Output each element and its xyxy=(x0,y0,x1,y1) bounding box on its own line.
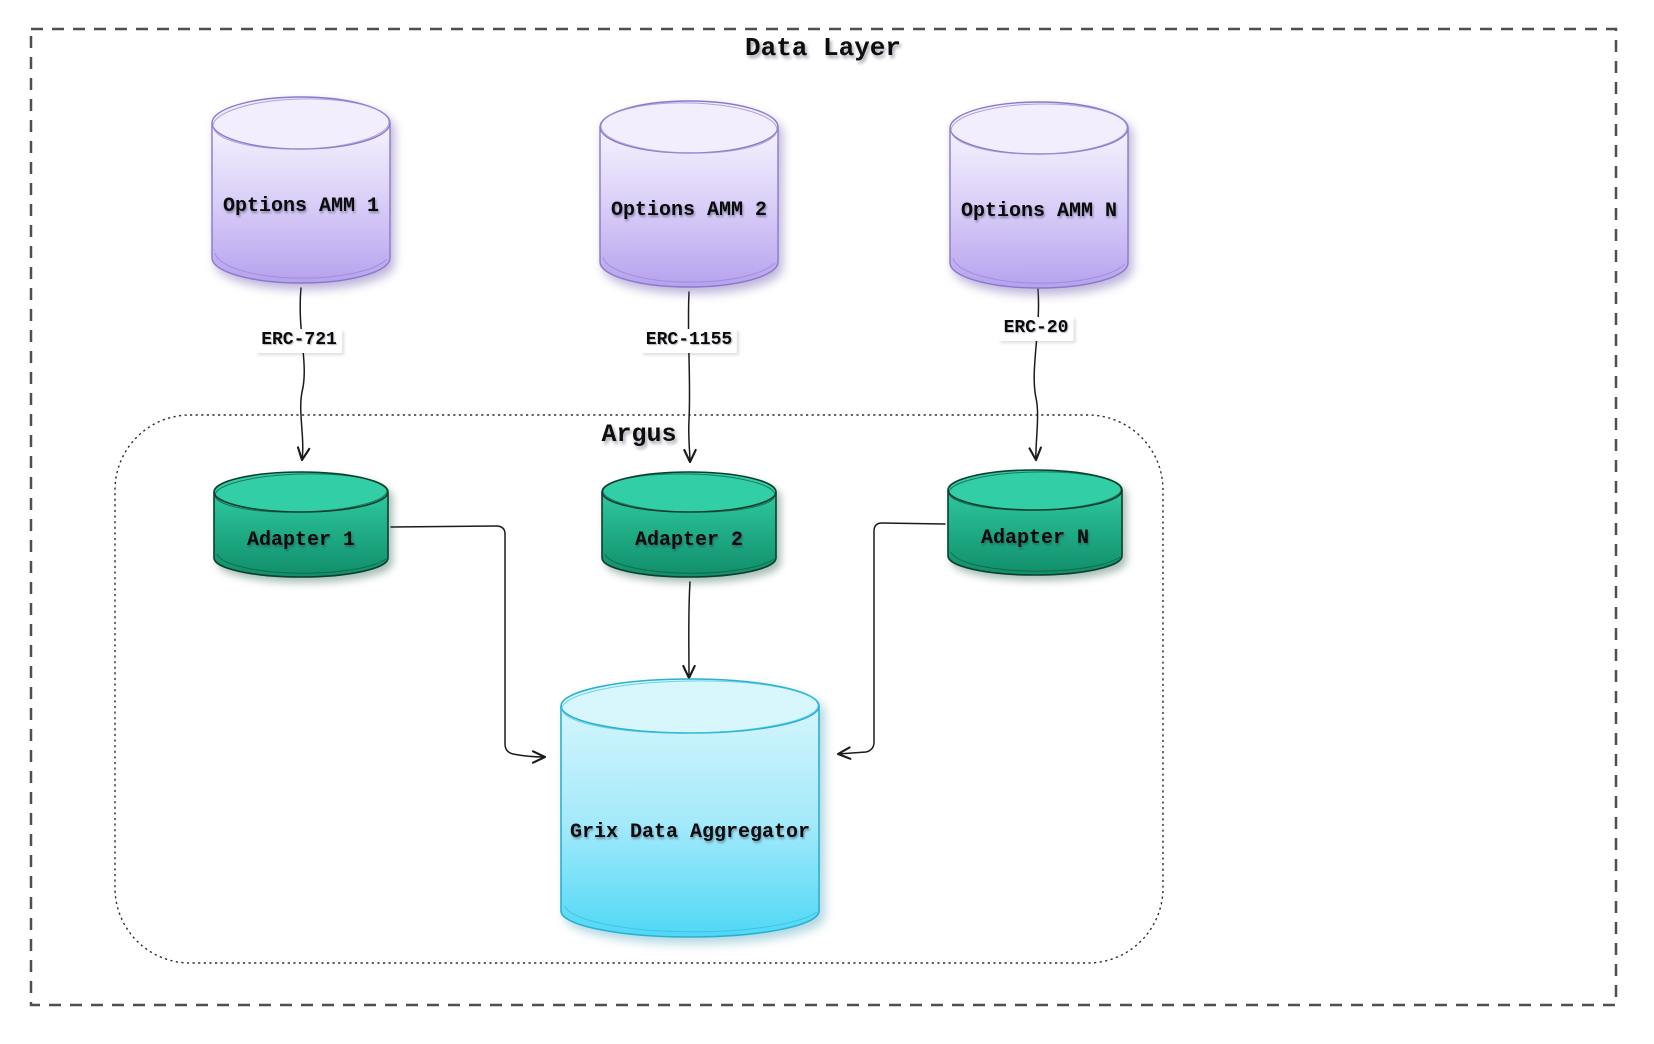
node-options-amm-1: Options AMM 1 xyxy=(209,93,393,289)
node-label: Adapter 1 xyxy=(246,528,356,552)
edge-amm1-adapter1 xyxy=(296,287,311,462)
node-options-amm-2: Options AMM 2 xyxy=(597,97,781,293)
cylinder-icon xyxy=(599,100,779,288)
node-label: Options AMM N xyxy=(960,199,1118,223)
edge-adapterN-aggregator xyxy=(836,522,946,760)
cylinder-icon xyxy=(947,469,1123,576)
cylinder-icon xyxy=(211,96,391,284)
edge-ammN-adapterN xyxy=(1028,288,1042,462)
edge-label-erc-1155: ERC-1155 xyxy=(640,329,738,353)
node-adapter-2: Adapter 2 xyxy=(599,468,779,582)
node-label: Adapter 2 xyxy=(634,528,744,552)
diagram-title: Data Layer xyxy=(744,33,902,63)
cylinder-icon xyxy=(213,471,389,578)
edge-adapter2-aggregator xyxy=(682,581,696,680)
cylinder-icon xyxy=(949,101,1129,289)
edge-label-erc-20: ERC-20 xyxy=(998,317,1074,341)
node-label: Adapter N xyxy=(980,526,1090,550)
node-label: Grix Data Aggregator xyxy=(569,820,811,844)
node-grix-data-aggregator: Grix Data Aggregator xyxy=(557,676,823,942)
edge-adapter1-aggregator xyxy=(390,525,547,764)
node-adapter-1: Adapter 1 xyxy=(211,468,391,582)
argus-border xyxy=(114,414,1164,964)
cylinder-icon xyxy=(601,471,777,578)
edge-label-erc-721: ERC-721 xyxy=(256,329,342,353)
edge-amm2-adapter2 xyxy=(683,291,697,464)
cylinder-icon xyxy=(560,678,820,938)
node-label: Options AMM 1 xyxy=(222,194,380,218)
node-adapter-n: Adapter N xyxy=(945,466,1125,580)
node-options-amm-n: Options AMM N xyxy=(947,98,1131,294)
argus-label: Argus xyxy=(601,420,677,449)
node-label: Options AMM 2 xyxy=(610,198,768,222)
